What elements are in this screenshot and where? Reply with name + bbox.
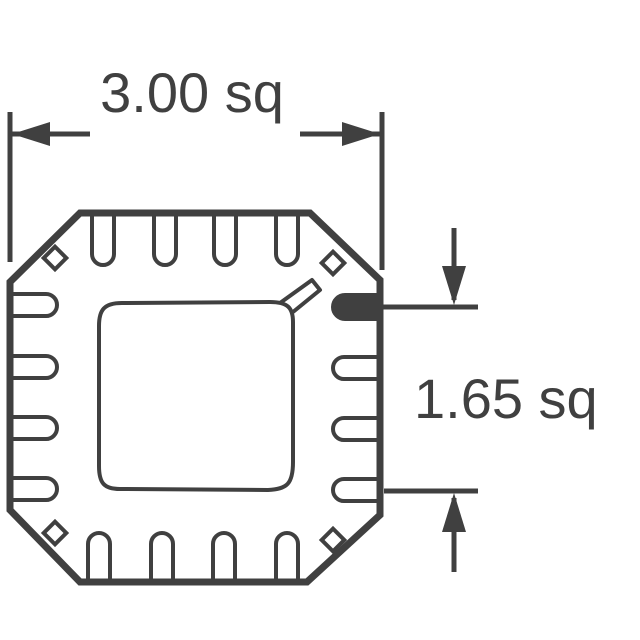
pin-right-3 [331, 416, 377, 442]
pin-left-3 [13, 415, 59, 441]
pin-top-3 [212, 216, 238, 267]
pin-bottom-3 [211, 531, 237, 579]
outer-arrowhead-left [12, 122, 50, 146]
corner-tab-top-right [318, 248, 348, 278]
pin-bottom-4 [274, 531, 300, 579]
outer-dimension-label: 3.00 sq [100, 61, 284, 124]
corner-tabs [40, 243, 348, 555]
pin-left-4 [13, 476, 59, 502]
pin-left-1 [13, 292, 59, 318]
pad-arrowhead-bottom [442, 493, 466, 532]
pin-bottom-1 [86, 531, 112, 579]
pin-top-1 [90, 216, 116, 267]
pins-right [331, 293, 379, 503]
pad-arrowhead-top [442, 266, 466, 305]
outer-dimension [7, 112, 385, 270]
pin-left-2 [13, 354, 59, 380]
outer-arrowhead-right [342, 122, 380, 146]
package-body-outline [6, 209, 384, 586]
pin-right-1-pin1-marker [331, 293, 379, 321]
pin-right-4 [331, 477, 377, 503]
pins-left [13, 292, 59, 502]
corner-tab-top-left [40, 243, 70, 273]
pin-top-2 [152, 216, 178, 267]
pin-right-2 [331, 355, 377, 381]
pin-bottom-2 [149, 531, 175, 579]
pins-top [90, 216, 300, 267]
exposed-pad-outline [97, 300, 295, 492]
pad-tie-bar [278, 278, 322, 314]
pins-bottom [86, 531, 300, 579]
corner-tab-bottom-right [318, 525, 348, 555]
pad-dimension-label: 1.65 sq [414, 367, 598, 430]
corner-tab-bottom-left [40, 518, 70, 548]
pin-top-4 [274, 216, 300, 267]
